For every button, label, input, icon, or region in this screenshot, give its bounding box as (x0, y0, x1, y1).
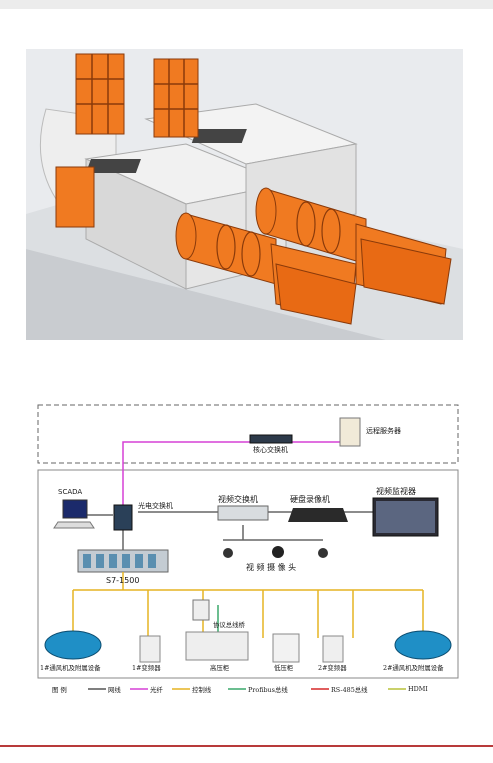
device-label: 高压柜 (210, 664, 230, 672)
dvr-label: 硬盘录像机 (290, 495, 330, 504)
plc-label: S7-1500 (106, 576, 140, 585)
video-switch-label: 视频交换机 (218, 495, 258, 504)
core-switch-label: 核心交换机 (253, 446, 288, 454)
device-label: 2#变频器 (318, 664, 347, 672)
top-bar (0, 0, 493, 9)
legend-item: 光纤 (150, 686, 163, 694)
legend-item: 控制线 (192, 686, 212, 694)
bottom-divider (0, 745, 493, 747)
protocol-bridge-label: 协议总线桥 (213, 621, 245, 629)
legend-item: 网线 (108, 686, 121, 694)
legend-title: 图 例 (52, 686, 67, 694)
legend-item: RS-485总线 (331, 686, 368, 694)
device-label: 1#通风机及附属设备 (40, 664, 101, 672)
cameras-label: 视 频 摄 像 头 (246, 563, 297, 572)
legend-item: HDMI (408, 685, 428, 693)
legend-item: Profibus总线 (248, 686, 288, 694)
remote-server-label: 远程服务器 (366, 427, 401, 435)
device-label: 低压柜 (274, 664, 294, 672)
video-monitor-label: 视频监视器 (376, 487, 416, 496)
ventilation-equipment-render (26, 49, 463, 340)
scada-label: SCADA (58, 488, 83, 496)
system-architecture-diagram: 核心交换机 远程服务器 SCADA 光电交换机 视频交换机 硬盘录像机 视频监视… (28, 400, 463, 705)
device-label: 2#通风机及附属设备 (383, 664, 444, 672)
optical-switch-label: 光电交换机 (138, 502, 173, 510)
device-label: 1#变频器 (132, 664, 161, 672)
